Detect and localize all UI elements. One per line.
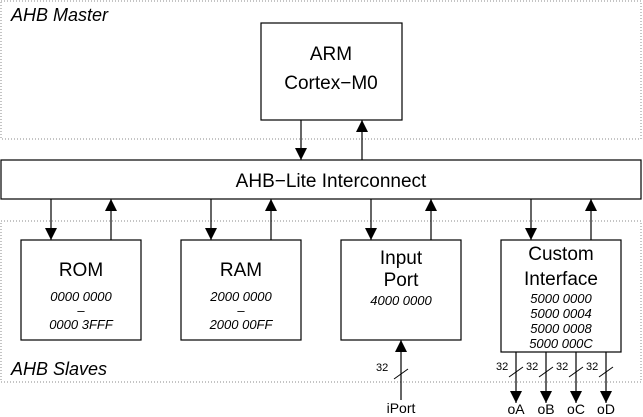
- input-port-title-line2: Port: [384, 270, 420, 291]
- output-bus-width: 32: [496, 361, 508, 373]
- ram-block: RAM 2000 0000 – 2000 00FF: [180, 239, 302, 341]
- cpu-block: ARM Cortex−M0: [260, 22, 403, 121]
- input-port-block: Input Port 4000 0000: [340, 239, 462, 341]
- input-port-address: 4000 0000: [370, 293, 432, 308]
- output-label: oC: [567, 401, 585, 417]
- custom-address: 5000 0000: [530, 291, 592, 306]
- interconnect-block: AHB−Lite Interconnect: [0, 159, 642, 200]
- ram-title: RAM: [220, 260, 262, 281]
- custom-title-line1: Custom: [528, 244, 593, 265]
- rom-block: ROM 0000 0000 – 0000 3FFF: [20, 239, 142, 341]
- ahb-slaves-label: AHB Slaves: [10, 359, 107, 379]
- cpu-name: ARM: [310, 44, 352, 65]
- custom-title-line2: Interface: [524, 269, 598, 290]
- bus-width-slash: [393, 368, 409, 380]
- bus-width-slash: [568, 366, 584, 378]
- iport-bus-width: 32: [376, 362, 388, 374]
- custom-address: 5000 000C: [529, 336, 593, 351]
- bus-width-slash: [598, 366, 614, 378]
- output-bus-width: 32: [526, 361, 538, 373]
- bus-width-slash: [538, 366, 554, 378]
- ahb-master-region: [0, 0, 642, 140]
- custom-interface-block: Custom Interface 5000 0000 5000 0004 500…: [500, 239, 622, 353]
- output-ob: 32 oB: [526, 352, 555, 417]
- output-oc: 32 oC: [556, 352, 585, 417]
- custom-address: 5000 0008: [530, 321, 592, 336]
- iport-label: iPort: [387, 400, 416, 416]
- rom-range-dash: –: [76, 303, 85, 318]
- ram-range-dash: –: [236, 303, 245, 318]
- iport-connection: 32 iPort: [376, 340, 415, 416]
- input-port-title-line1: Input: [380, 248, 423, 269]
- output-label: oA: [507, 401, 525, 417]
- output-label: oB: [537, 401, 554, 417]
- ram-end-address: 2000 00FF: [209, 317, 274, 332]
- bus-width-slash: [508, 366, 524, 378]
- output-bus-width: 32: [556, 361, 568, 373]
- output-bus-width: 32: [586, 361, 598, 373]
- output-od: 32 oD: [586, 352, 615, 417]
- cpu-model: Cortex−M0: [284, 73, 377, 94]
- output-label: oD: [597, 401, 615, 417]
- rom-start-address: 0000 0000: [50, 289, 112, 304]
- ahb-slaves-region: [0, 220, 642, 383]
- custom-address: 5000 0004: [530, 306, 591, 321]
- rom-end-address: 0000 3FFF: [49, 317, 114, 332]
- ahb-master-label: AHB Master: [10, 5, 109, 25]
- interconnect-label: AHB−Lite Interconnect: [236, 171, 427, 192]
- output-oa: 32 oA: [496, 352, 525, 417]
- rom-title: ROM: [59, 260, 103, 281]
- ram-start-address: 2000 0000: [209, 289, 272, 304]
